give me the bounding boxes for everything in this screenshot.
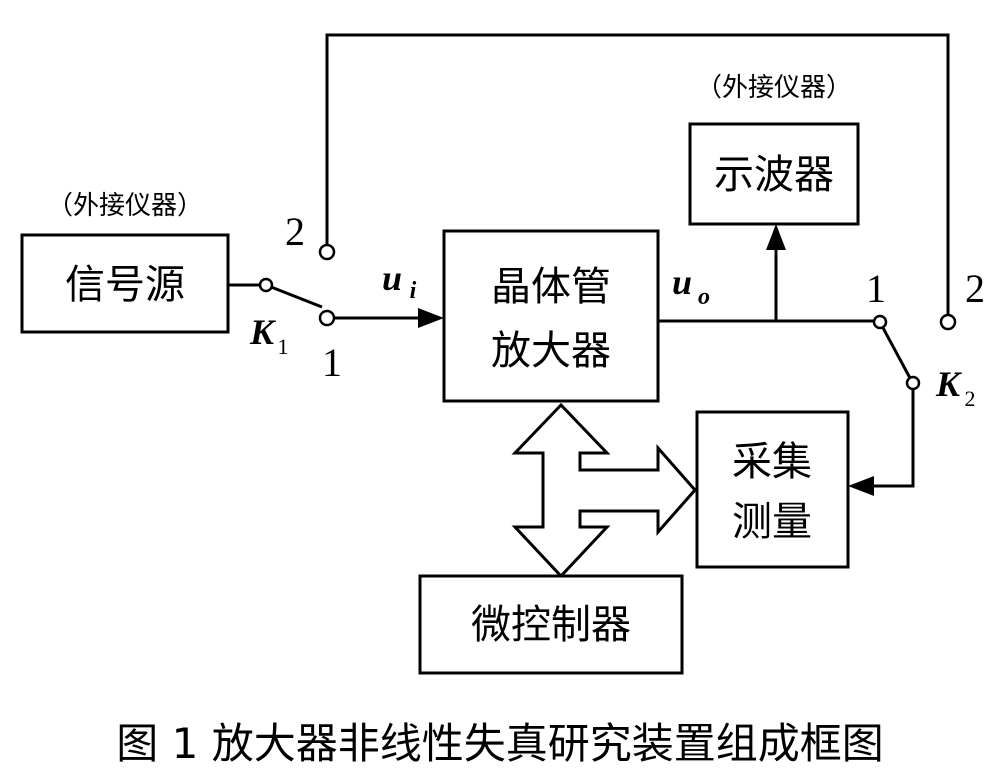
- k1-pos2-node: [318, 243, 336, 261]
- amplifier-block: [442, 229, 660, 403]
- k1-pos1-label: 1: [322, 340, 342, 385]
- oscilloscope-arrowhead: [766, 224, 786, 250]
- k1-blade: [265, 283, 323, 309]
- k2-blade: [880, 325, 912, 379]
- microcontroller-block: [418, 574, 684, 675]
- output-signal-subscript: o: [698, 284, 710, 310]
- signal-source-block: [20, 233, 230, 334]
- k2-pos1-node: [872, 314, 888, 330]
- external-instrument-note-top: （外接仪器）: [696, 73, 852, 103]
- k2-pos2-node: [939, 313, 957, 331]
- figure-caption: 图 1 放大器非线性失真研究装置组成框图: [116, 719, 883, 768]
- k2-subscript: 2: [965, 386, 976, 411]
- external-instrument-note-left: （外接仪器）: [47, 191, 203, 221]
- k1-subscript: 1: [278, 334, 289, 359]
- k2-common-node: [905, 375, 921, 391]
- acquisition-label-line2: 测量: [732, 499, 812, 545]
- k1-pos2-label: 2: [285, 209, 305, 254]
- k2-pos2-label: 2: [965, 266, 985, 311]
- acquisition-arrowhead: [848, 476, 874, 496]
- k1-label: K: [249, 312, 277, 352]
- oscilloscope-label: 示波器: [714, 152, 834, 198]
- k2-to-acquisition-wire: [872, 386, 915, 488]
- k1-common-node: [258, 277, 274, 293]
- feedback-wire: [325, 33, 950, 314]
- oscilloscope-block: [688, 122, 860, 226]
- signal-source-label: 信号源: [65, 262, 185, 308]
- k2-label: K: [935, 364, 963, 404]
- input-arrowhead: [418, 308, 444, 328]
- output-signal-label: u: [672, 262, 692, 302]
- amplifier-label-line2: 放大器: [491, 328, 611, 374]
- microcontroller-label: 微控制器: [471, 602, 631, 648]
- input-signal-label: u: [382, 258, 402, 298]
- k1-pos1-node: [318, 309, 336, 327]
- input-signal-subscript: i: [410, 278, 417, 304]
- k2-pos1-label: 1: [866, 266, 886, 311]
- acquisition-label-line1: 采集: [732, 439, 812, 485]
- acquisition-block: [695, 410, 850, 569]
- bus-arrow: [511, 402, 697, 579]
- amplifier-label-line1: 晶体管: [491, 264, 611, 310]
